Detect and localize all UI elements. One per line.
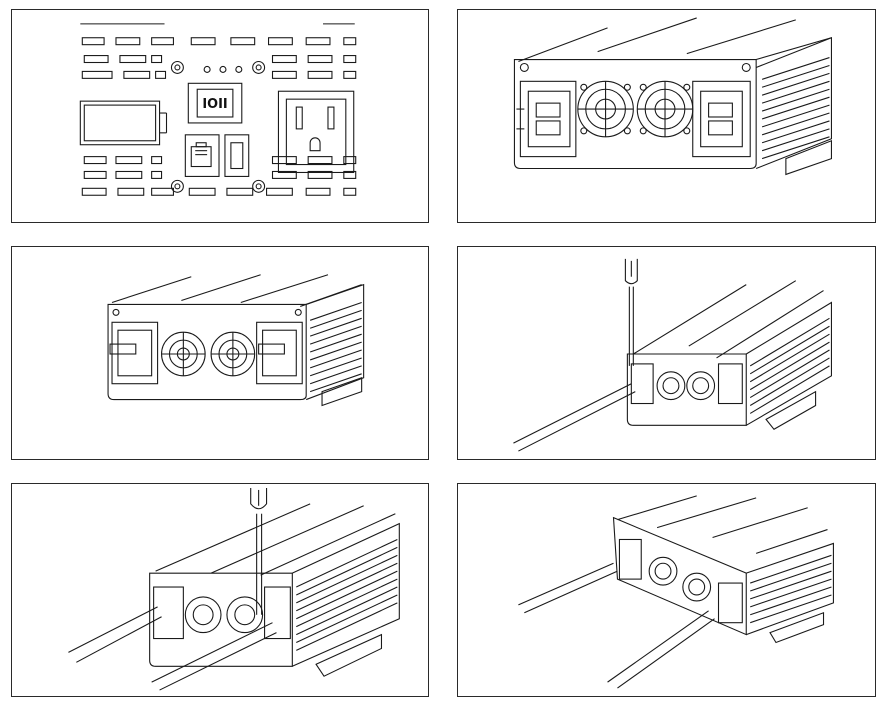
screwdriver-icon bbox=[624, 258, 638, 366]
fan-icon bbox=[161, 331, 206, 377]
cable-icon bbox=[68, 606, 277, 691]
front-panel-illustration: IOII bbox=[79, 23, 357, 196]
rear-panel-far-illustration bbox=[107, 274, 365, 407]
panel-connect-second-cable bbox=[11, 483, 429, 697]
power-switch-label: IOII bbox=[202, 97, 227, 112]
screwdriver-icon bbox=[250, 487, 268, 615]
fan-icon bbox=[577, 80, 634, 138]
terminal-right bbox=[692, 80, 751, 158]
terminal-right bbox=[256, 321, 303, 385]
terminal-left bbox=[516, 80, 577, 158]
terminal-block bbox=[79, 100, 168, 146]
panel-rear-far bbox=[11, 246, 429, 460]
panel-rear-angle bbox=[457, 9, 876, 223]
terminal-left bbox=[109, 321, 159, 385]
power-switch: IOII bbox=[187, 82, 243, 124]
cables-connected-illustration bbox=[518, 495, 834, 689]
cable-icon bbox=[518, 562, 715, 689]
vent-slots bbox=[81, 37, 357, 196]
usb-port bbox=[224, 134, 250, 177]
connect-second-cable-illustration bbox=[68, 487, 400, 691]
rear-panel-illustration bbox=[513, 17, 832, 176]
panel-front-closeup: IOII bbox=[11, 9, 429, 223]
cable-icon bbox=[513, 383, 636, 452]
panel-both-cables-connected bbox=[457, 483, 876, 697]
ac-outlet bbox=[277, 90, 355, 174]
screw-icon bbox=[170, 60, 266, 193]
connect-cable-illustration bbox=[513, 258, 832, 452]
fan-icon bbox=[636, 80, 694, 138]
fan-icon bbox=[210, 331, 256, 377]
panel-connect-first-cable bbox=[457, 246, 876, 460]
rj-port bbox=[184, 134, 220, 177]
